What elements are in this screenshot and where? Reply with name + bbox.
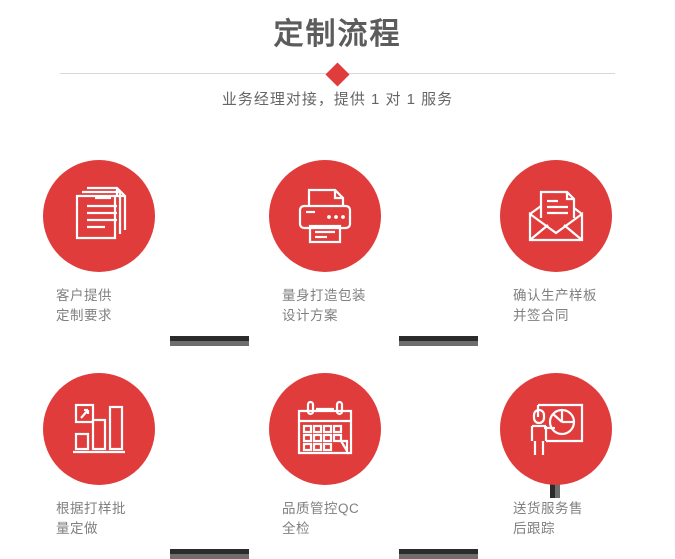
flow-step-5-circle	[269, 373, 381, 485]
flow-step-6-circle	[500, 373, 612, 485]
presenter-chart-icon	[530, 403, 584, 455]
flow-step-5[interactable]: 品质管控QC 全检	[269, 373, 429, 539]
flow-step-3[interactable]: 确认生产样板 并签合同	[500, 160, 660, 326]
flow-step-4-circle	[43, 373, 155, 485]
calendar-icon	[297, 400, 353, 455]
flow-step-2-label: 量身打造包装 设计方案	[282, 288, 366, 323]
connector-step2-step3	[399, 336, 478, 346]
process-flow: 客户提供 定制要求 量身打造包装 设计方案	[0, 130, 675, 559]
flow-step-4[interactable]: 根据打样批 量定做	[43, 373, 203, 539]
page-subtitle: 业务经理对接，提供 1 对 1 服务	[221, 91, 454, 108]
diamond-icon	[325, 61, 350, 87]
header: 定制流程 业务经理对接，提供 1 对 1 服务	[0, 0, 675, 130]
bar-chart-growth-icon	[73, 403, 125, 454]
flow-step-6-label: 送货服务售 后跟踪	[513, 501, 583, 536]
title-divider	[60, 61, 615, 87]
connector-step4-step5	[170, 549, 249, 559]
connector-step5-step6	[399, 549, 478, 559]
flow-step-2[interactable]: 量身打造包装 设计方案	[269, 160, 429, 326]
documents-stack-icon	[75, 186, 127, 240]
flow-step-6[interactable]: 送货服务售 后跟踪	[500, 373, 660, 539]
flow-step-3-circle	[500, 160, 612, 272]
flow-step-3-label: 确认生产样板 并签合同	[513, 288, 597, 323]
flow-step-1-circle	[43, 160, 155, 272]
flow-step-1-label: 客户提供 定制要求	[56, 288, 112, 323]
envelope-document-icon	[528, 190, 584, 242]
flow-step-1[interactable]: 客户提供 定制要求	[43, 160, 203, 326]
flow-step-5-label: 品质管控QC 全检	[282, 501, 360, 536]
connector-step1-step2	[170, 336, 249, 346]
page-title: 定制流程	[273, 18, 402, 51]
printer-icon	[298, 188, 352, 244]
flow-step-2-circle	[269, 160, 381, 272]
flow-step-4-label: 根据打样批 量定做	[56, 501, 126, 536]
